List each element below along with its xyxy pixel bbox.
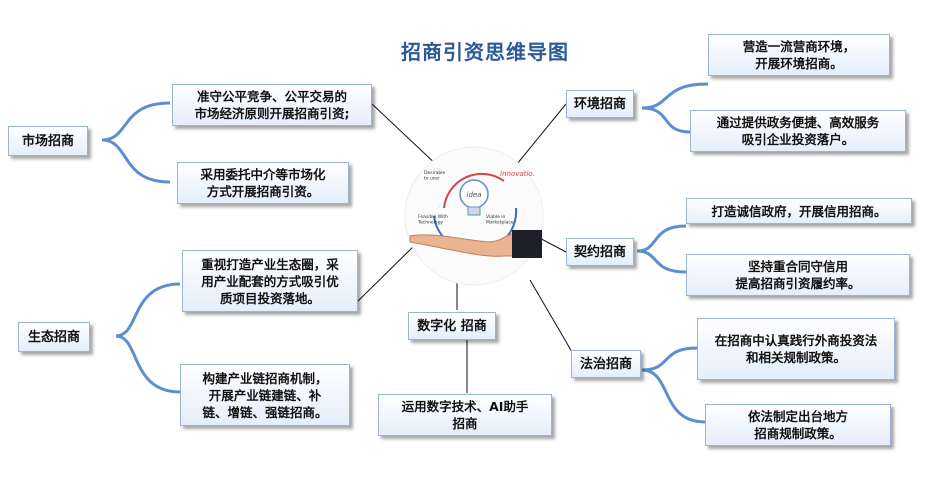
market-label: 市场招商 [8, 126, 88, 156]
market-item-1: 准守公平竞争、公平交易的 市场经济原则开展招商引资; [172, 84, 372, 126]
ecology-item-1: 重视打造产业生态圈，采 用产业配套的方式吸引优 质项目投资落地。 [182, 250, 358, 312]
environment-brace [641, 82, 709, 134]
contract-item-1: 打造诚信政府，开展信用招商。 [686, 198, 912, 224]
idea-label: idea [467, 191, 482, 199]
environment-item-1: 营造一流营商环境， 开展环境招商。 [708, 34, 890, 76]
contract-label: 契约招商 [566, 238, 634, 266]
environment-item-2: 通过提供政务便捷、高效服务 吸引企业投资落户。 [690, 110, 906, 152]
environment-label: 环境招商 [566, 90, 634, 118]
law-item-2: 依法制定出台地方 招商规制政策。 [705, 404, 891, 446]
market-item-2: 采用委托中介等市场化 方式开展招商引资。 [177, 162, 349, 204]
innovation-label: Innovatio. [500, 170, 535, 178]
market-brace [101, 101, 171, 184]
law-brace [641, 346, 706, 424]
contract-item-2: 坚持重合同守信用 提高招商引资履约率。 [686, 254, 910, 296]
law-item-1: 在招商中认真践行外商投资法 和相关规制政策。 [697, 318, 895, 380]
hand-icon [409, 231, 523, 257]
digital-item-1: 运用数字技术、AI助手 招商 [378, 394, 552, 436]
ecology-label: 生态招商 [18, 322, 90, 352]
digital-label: 数字化 招商 [408, 312, 496, 340]
lightbulb-icon [459, 179, 489, 216]
page-title: 招商引资思维导图 [401, 40, 569, 64]
ecology-brace [115, 282, 181, 394]
contract-brace [636, 224, 687, 274]
law-label: 法治招商 [571, 350, 641, 378]
ecology-item-2: 构建产业链招商机制， 开展产业链建链、补 链、增链、强链招商。 [180, 364, 350, 426]
